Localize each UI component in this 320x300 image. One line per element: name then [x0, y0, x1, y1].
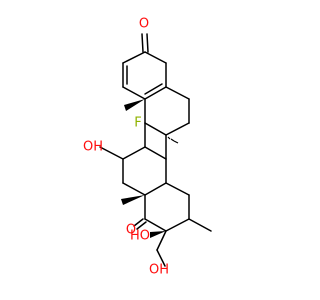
- oxo-top-label: O: [139, 17, 149, 32]
- chemical-structure: O OH F O HO OH: [83, 17, 212, 278]
- hash-bonds: [167, 136, 179, 144]
- hydroxy-c11-label: OH: [83, 140, 103, 155]
- oxo-ring-d-label: O: [126, 223, 136, 238]
- fluoro-label: F: [134, 116, 141, 131]
- hydroxymethyl-label: OH: [149, 263, 169, 278]
- bond-lines: [99, 33, 212, 267]
- hydroxy-ring-d-label: HO: [130, 229, 150, 244]
- wedge-bonds: [121, 99, 166, 238]
- atom-labels: O OH F O HO OH: [83, 17, 169, 278]
